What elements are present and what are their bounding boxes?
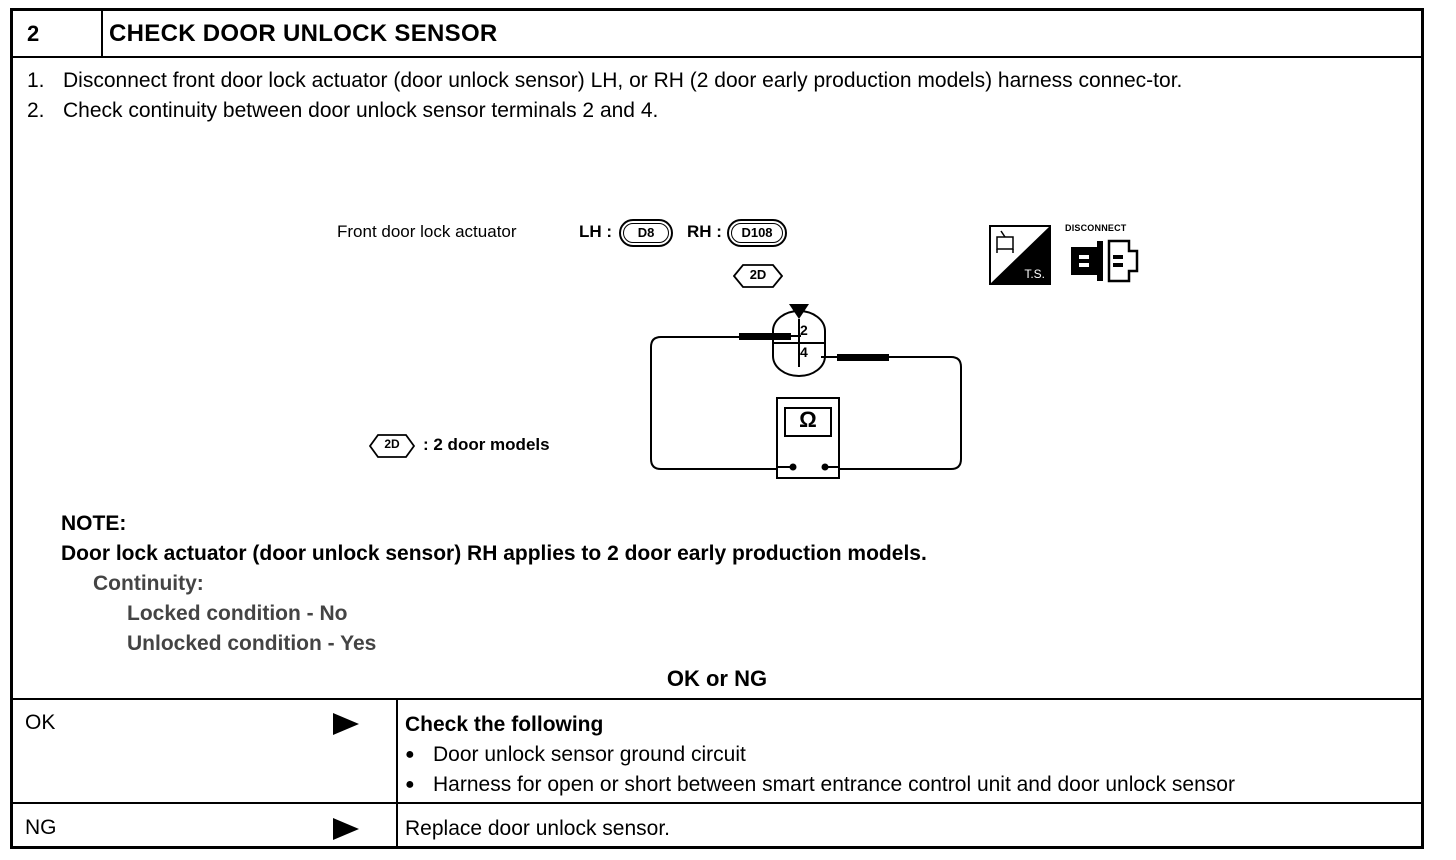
disconnect-connector-icon: DISCONNECT <box>1065 223 1141 287</box>
procedure-step: 1. Disconnect front door lock actuator (… <box>27 66 1407 96</box>
lh-connector-badge: D8 <box>619 219 673 247</box>
tester-probe-icon <box>821 354 889 361</box>
right-triangle-arrow-icon <box>333 818 359 840</box>
legend-text: : 2 door models <box>423 435 550 454</box>
right-triangle-arrow-icon <box>333 713 359 735</box>
list-item: ● Door unlock sensor ground circuit <box>405 740 1235 770</box>
divider <box>13 698 1421 700</box>
ok-action-heading: Check the following <box>405 713 604 736</box>
ts-tester-icon: T.S. <box>989 225 1051 285</box>
step-text: Check continuity between door unlock sen… <box>63 99 659 122</box>
disconnect-label: DISCONNECT <box>1065 223 1127 233</box>
tester-probe-icon <box>739 333 801 340</box>
step-index: 2. <box>27 99 45 122</box>
list-item-text: Door unlock sensor ground circuit <box>433 743 746 766</box>
locked-condition: Locked condition - No <box>127 602 348 625</box>
step-number: 2 <box>13 11 103 56</box>
step-text: Disconnect front door lock actuator (doo… <box>63 69 1183 92</box>
legend-badge-text: 2D <box>384 437 400 451</box>
note-block: NOTE: Door lock actuator (door unlock se… <box>61 509 927 659</box>
divider <box>13 802 1421 804</box>
step-header: 2 CHECK DOOR UNLOCK SENSOR <box>13 11 1421 58</box>
procedure-step: 2. Check continuity between door unlock … <box>27 96 1407 126</box>
connector-icon <box>772 304 826 377</box>
rh-connector-badge: D108 <box>727 219 787 247</box>
step-index: 1. <box>27 69 45 92</box>
ng-action: Replace door unlock sensor. <box>405 817 670 840</box>
hex-badge-icon <box>368 434 416 458</box>
continuity-label: Continuity: <box>93 572 204 595</box>
note-heading: NOTE: <box>61 512 127 535</box>
bullet-icon: ● <box>405 746 415 763</box>
step-title: CHECK DOOR UNLOCK SENSOR <box>109 20 498 47</box>
bullet-icon: ● <box>405 776 415 793</box>
ng-label: NG <box>25 816 57 839</box>
unlocked-condition: Unlocked condition - Yes <box>127 632 377 655</box>
actuator-label: Front door lock actuator <box>337 222 517 241</box>
ts-label: T.S. <box>1024 267 1045 281</box>
ohm-symbol: Ω <box>799 407 817 432</box>
lh-label: LH : <box>579 222 613 241</box>
list-item: ● Harness for open or short between smar… <box>405 770 1235 800</box>
terminal-4-label: 4 <box>800 344 808 360</box>
list-item-text: Harness for open or short between smart … <box>433 773 1235 796</box>
note-text: Door lock actuator (door unlock sensor) … <box>61 542 927 565</box>
two-door-badge-text: 2D <box>749 267 767 282</box>
ok-action: Check the following ● Door unlock sensor… <box>405 710 1235 800</box>
terminal-2-label: 2 <box>800 322 808 338</box>
continuity-circuit-diagram <box>650 304 962 479</box>
hex-badge-icon <box>732 264 784 288</box>
legend-badge: 2D <box>368 434 416 458</box>
ok-label: OK <box>25 711 56 734</box>
divider <box>396 698 398 849</box>
procedure-steps: 1. Disconnect front door lock actuator (… <box>27 66 1407 126</box>
inspection-frame: 2 CHECK DOOR UNLOCK SENSOR 1. Disconnect… <box>10 8 1424 849</box>
rh-label: RH : <box>687 222 722 241</box>
two-door-badge: 2D <box>732 264 784 288</box>
decision-label: OK or NG <box>666 666 768 691</box>
ohmmeter-icon <box>776 397 840 479</box>
